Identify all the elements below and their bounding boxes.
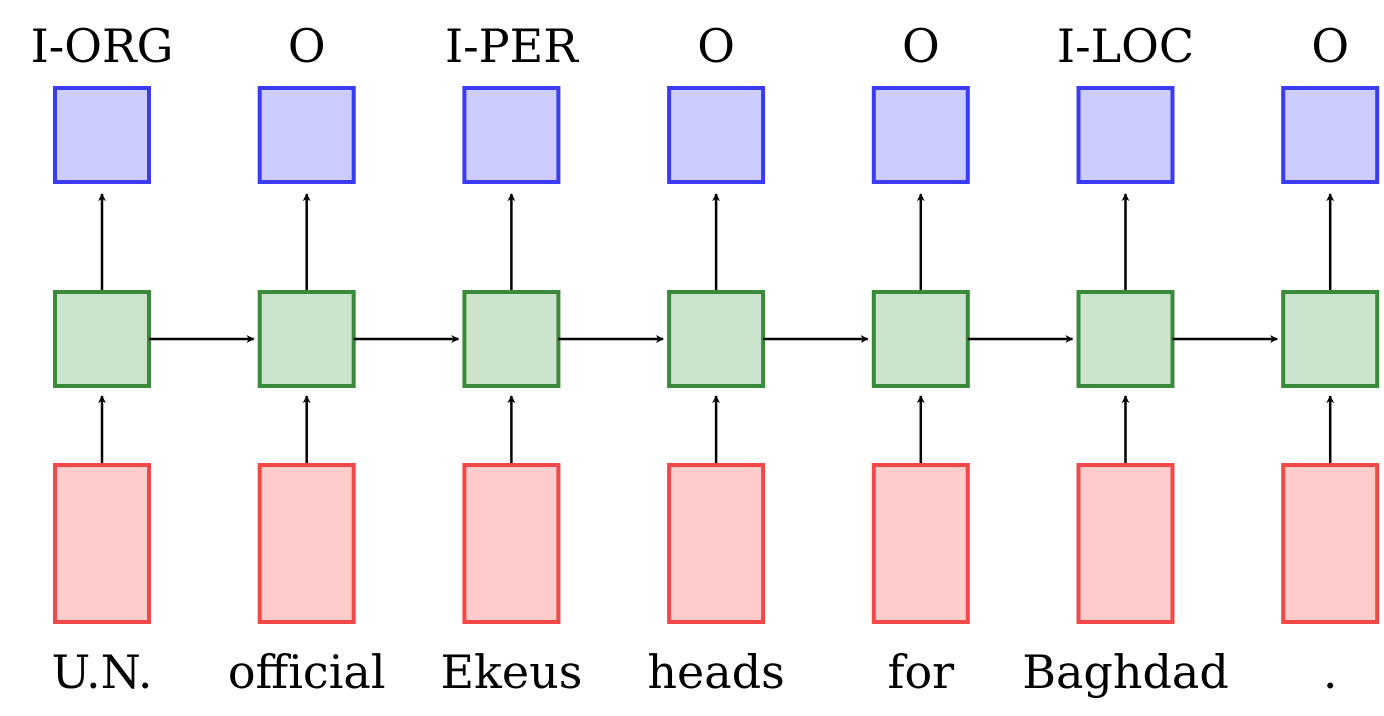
token-column: O. (1281, 19, 1380, 699)
tag-label: O (1311, 19, 1349, 73)
output-box (53, 86, 151, 184)
hidden-state-box (53, 290, 151, 388)
hidden-state-box (871, 290, 970, 388)
hidden-state-box (667, 290, 766, 388)
hidden-state-box (1076, 290, 1175, 388)
word-label: Ekeus (440, 645, 582, 699)
word-label: heads (647, 645, 784, 699)
tag-label: I-PER (445, 19, 579, 73)
word-label: official (228, 645, 386, 699)
input-embedding-box (257, 463, 356, 624)
token-column: I-ORG U.N. (31, 19, 174, 699)
tag-label: O (902, 19, 940, 73)
word-label: for (887, 645, 954, 699)
word-label: . (1323, 645, 1338, 699)
input-embedding-box (1281, 463, 1380, 624)
input-embedding-box (667, 463, 766, 624)
tag-label: O (697, 19, 735, 73)
output-box (871, 86, 970, 184)
output-box (462, 86, 561, 184)
hidden-state-box (462, 290, 561, 388)
tag-label: I-LOC (1057, 19, 1194, 73)
tag-label: O (288, 19, 326, 73)
token-column: I-PER Ekeus (440, 19, 582, 699)
hidden-state-box (257, 290, 356, 388)
tag-label: I-ORG (31, 19, 174, 73)
output-box (1076, 86, 1175, 184)
input-embedding-box (1076, 463, 1175, 624)
token-column: I-LOC Baghdad (1022, 19, 1229, 699)
word-label: Baghdad (1022, 645, 1229, 699)
hidden-state-box (1281, 290, 1380, 388)
output-box (1281, 86, 1380, 184)
output-box (667, 86, 766, 184)
input-embedding-box (871, 463, 970, 624)
input-embedding-box (462, 463, 561, 624)
word-label: U.N. (51, 645, 152, 699)
input-embedding-box (53, 463, 151, 624)
output-box (257, 86, 356, 184)
